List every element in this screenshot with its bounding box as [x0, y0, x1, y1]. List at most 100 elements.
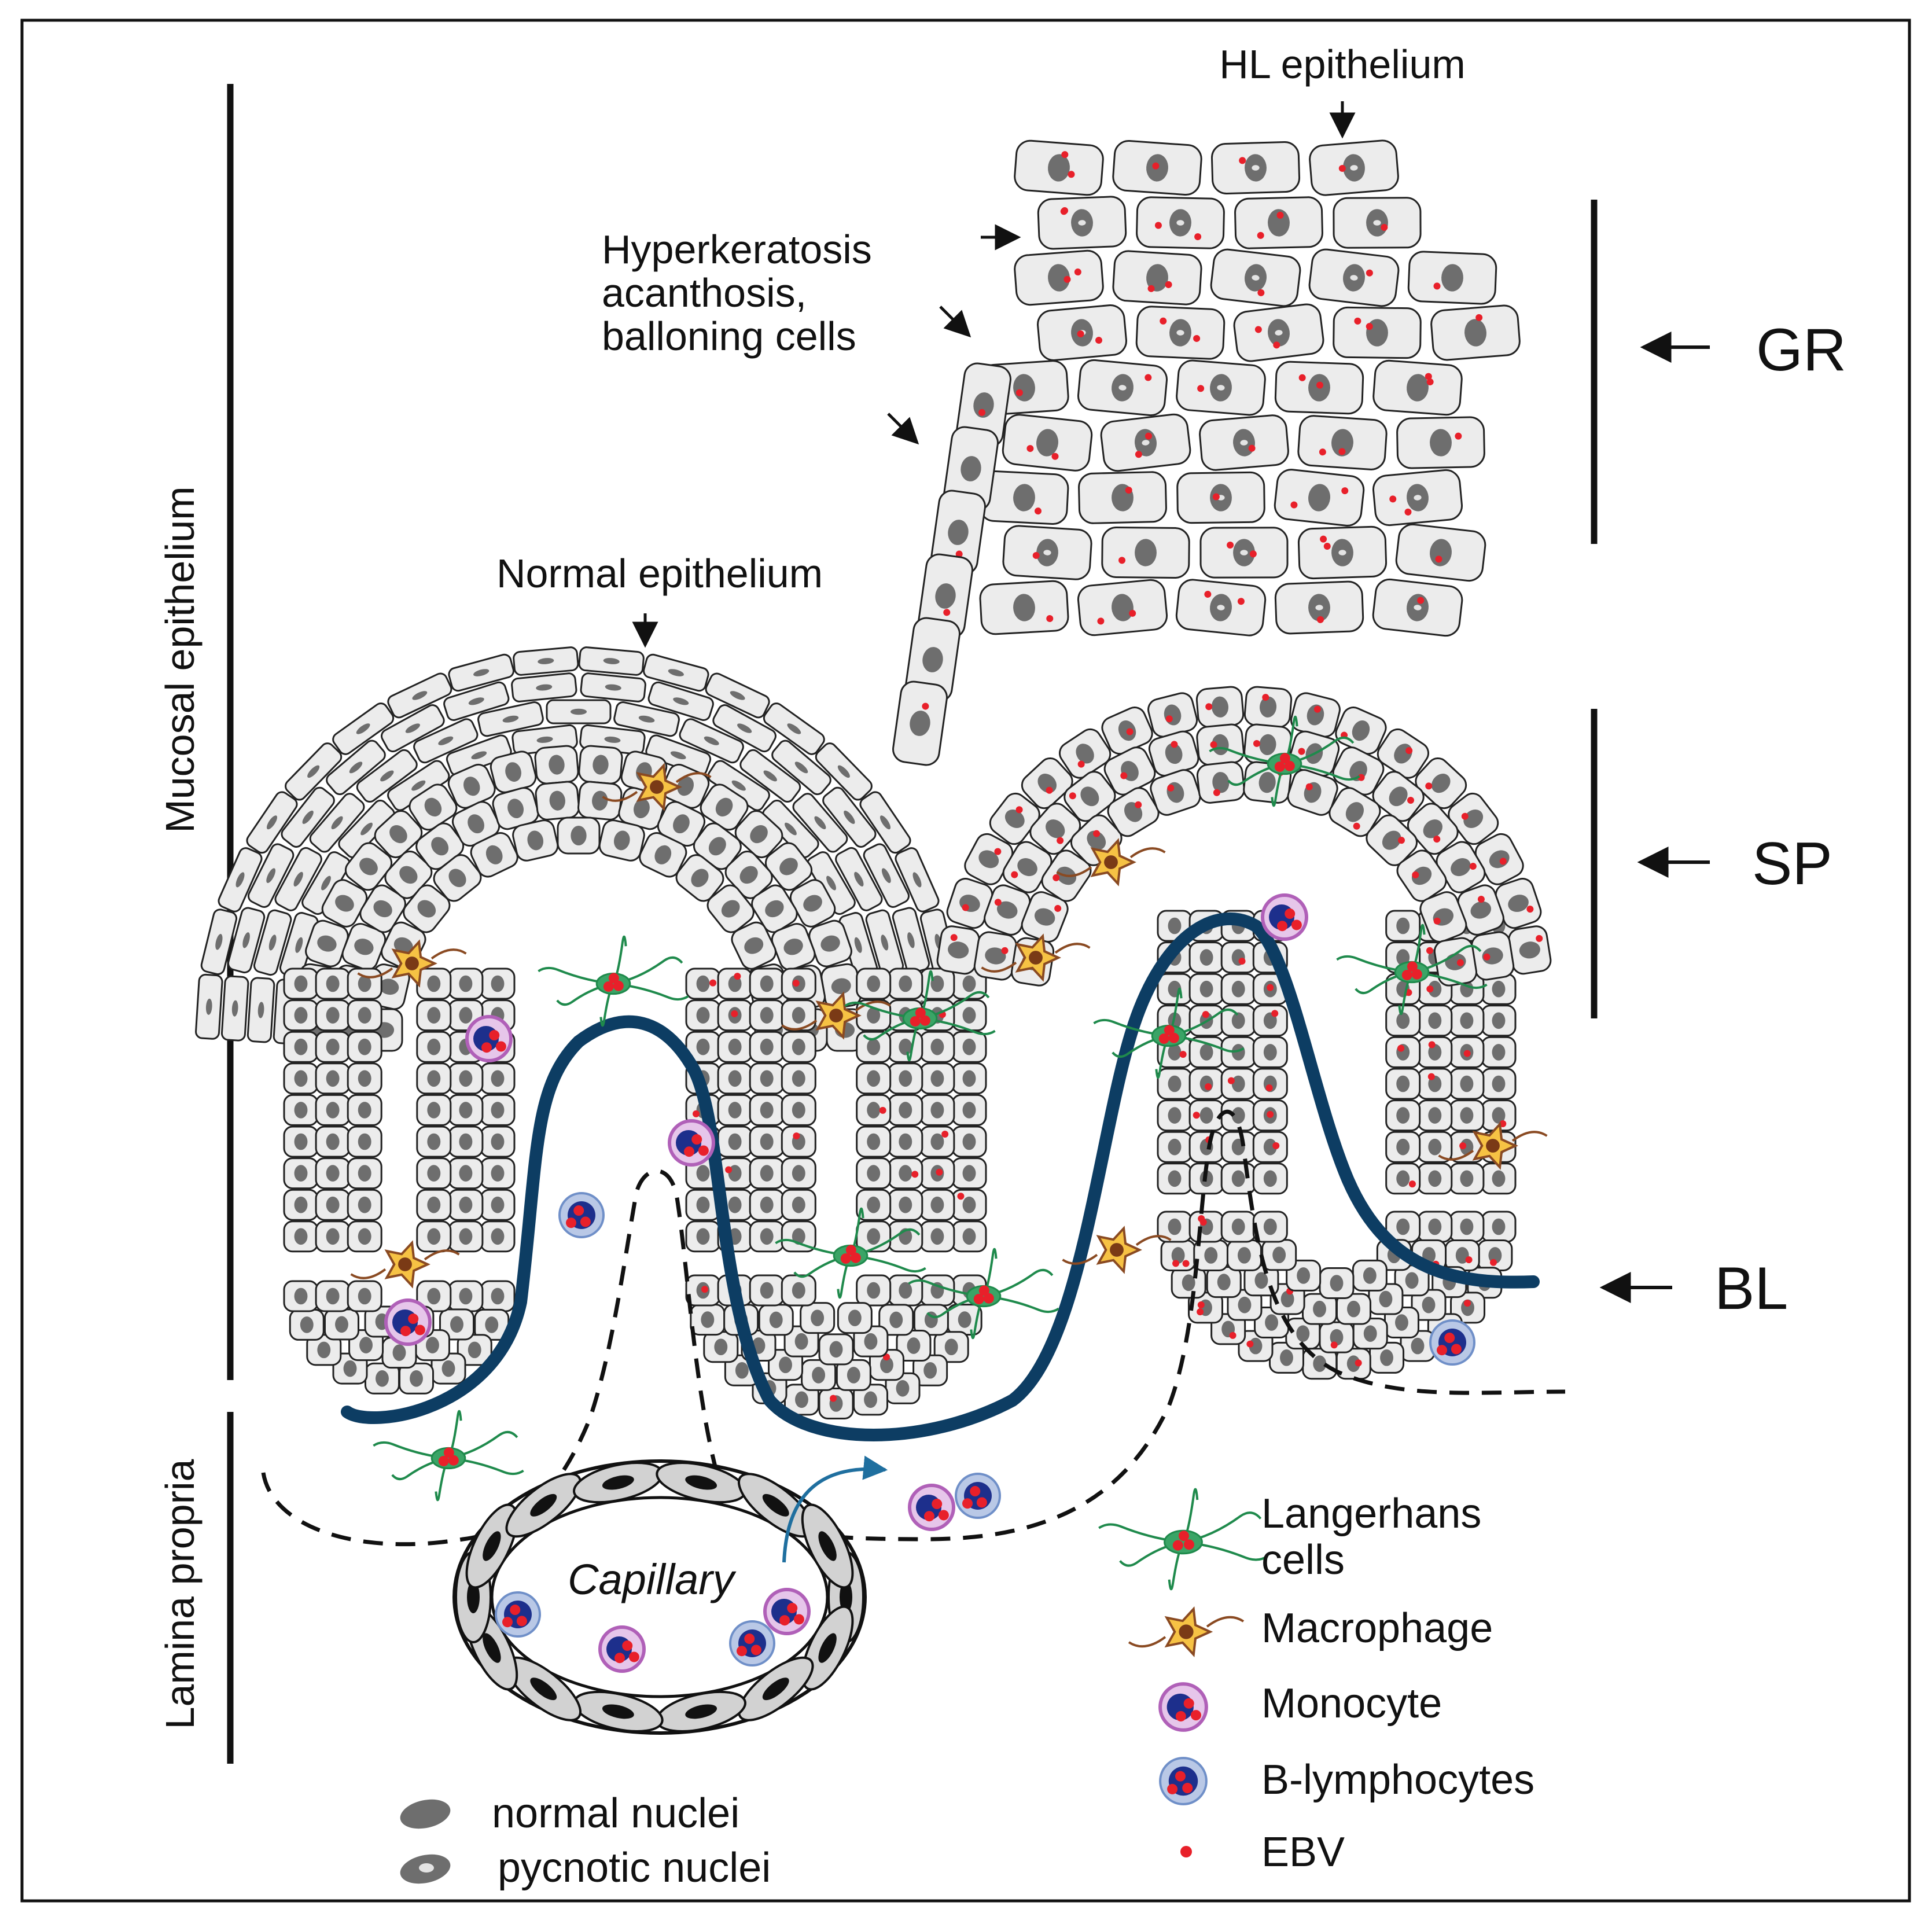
- spinous-cell: [305, 919, 349, 967]
- epithelial-cell: [749, 1220, 785, 1253]
- epithelial-cell: [856, 1157, 892, 1190]
- b-lymphocyte: [955, 1473, 1001, 1519]
- epithelial-cell: [1199, 527, 1289, 579]
- epithelial-cell: [315, 1125, 351, 1158]
- spinous-cell: [1335, 707, 1387, 755]
- epithelial-cell: [836, 1359, 871, 1391]
- epithelial-cell: [1385, 1131, 1421, 1163]
- squamous-cell: [513, 646, 579, 676]
- squamous-cell: [446, 734, 512, 777]
- squamous-cell: [246, 977, 275, 1043]
- epithelial-cell: [783, 1325, 819, 1358]
- epithelial-cell: [457, 1334, 492, 1366]
- squamous-cell: [246, 791, 298, 854]
- epithelial-cell: [951, 1157, 987, 1190]
- epithelial-cell: [347, 1031, 382, 1063]
- epithelial-cell: [781, 1031, 816, 1063]
- epithelial-cell: [480, 1280, 516, 1312]
- epithelial-cell: [347, 967, 382, 1000]
- monocyte: [908, 1484, 955, 1531]
- epithelial-cell: [315, 1280, 351, 1312]
- epithelial-cell: [853, 1325, 889, 1358]
- b-lymphocyte: [558, 1192, 605, 1238]
- spinous-cell: [415, 822, 465, 870]
- epithelial-cell: [448, 1280, 484, 1312]
- spinous-cell: [661, 763, 710, 809]
- epithelial-cell: [749, 967, 785, 1000]
- spinous-cell: [359, 884, 406, 933]
- legend-langerhans-label-line2: cells: [1261, 1537, 1345, 1583]
- epithelial-cell: [1450, 1292, 1486, 1324]
- epithelial-cell: [1333, 197, 1422, 249]
- epithelial-cell: [685, 967, 721, 1000]
- spinous-cell: [936, 925, 980, 975]
- epithelial-cell: [1396, 416, 1485, 469]
- bl-label: BL: [1714, 1255, 1788, 1322]
- epithelial-cell: [1171, 1267, 1206, 1299]
- epithelial-cell: [892, 680, 948, 766]
- spinous-cell: [731, 921, 777, 970]
- epithelial-cell: [888, 1062, 923, 1095]
- epithelial-cell: [1157, 973, 1193, 1005]
- epithelial-cell: [1449, 1005, 1485, 1037]
- b-lymphocyte: [1429, 1319, 1475, 1366]
- epithelial-cell: [480, 967, 516, 1000]
- epithelial-cell: [1407, 251, 1497, 305]
- epithelial-cell: [1481, 1068, 1517, 1100]
- epithelial-cell: [749, 1274, 785, 1307]
- epithelial-cell: [1252, 1099, 1288, 1132]
- epithelial-cell: [1369, 1341, 1405, 1374]
- monocyte: [465, 1015, 513, 1062]
- squamous-cell: [413, 718, 479, 764]
- squamous-cell: [281, 786, 335, 848]
- squamous-cell: [863, 843, 910, 908]
- epithelial-cell: [888, 1274, 923, 1307]
- epithelial-cell: [1417, 1005, 1453, 1037]
- langerhans-cell: [775, 1207, 926, 1299]
- epithelial-cell: [1481, 1036, 1517, 1068]
- epithelial-cell: [1417, 1099, 1453, 1132]
- hyperkeratosis-label-line2: acanthosis,: [602, 270, 807, 315]
- epithelial-cell: [1112, 250, 1202, 306]
- epithelial-cell: [1199, 414, 1289, 471]
- epithelial-cell: [1430, 304, 1521, 361]
- epithelial-cell: [919, 1031, 955, 1063]
- epithelial-cell: [951, 1125, 987, 1158]
- endothelial-cell: [573, 1462, 664, 1504]
- epithelial-cell: [781, 1274, 816, 1307]
- legend-monocyte-icon: [1158, 1682, 1208, 1732]
- squamous-cell: [578, 646, 645, 676]
- epithelial-cell: [448, 1189, 484, 1221]
- epithelial-cell: [888, 1094, 923, 1126]
- epithelial-cell: [1220, 941, 1256, 974]
- legend-macrophage-label: Macrophage: [1261, 1605, 1493, 1651]
- epithelial-cell: [1481, 1211, 1517, 1243]
- epithelial-cell: [919, 1062, 955, 1095]
- squamous-cell: [580, 672, 646, 702]
- epithelial-cell: [480, 1094, 516, 1126]
- epithelial-cell: [1417, 1211, 1453, 1243]
- epithelial-cell: [685, 1031, 721, 1063]
- spinous-cell: [1021, 891, 1069, 943]
- epithelial-cell: [801, 1359, 837, 1391]
- epithelial-cell: [1100, 413, 1191, 472]
- spinous-cell: [1002, 841, 1053, 893]
- epithelial-cell: [1234, 196, 1323, 249]
- epithelial-cell: [1449, 1099, 1485, 1132]
- epithelial-cell: [951, 1031, 987, 1063]
- spinous-cell: [492, 787, 539, 830]
- epithelial-cell: [480, 1220, 516, 1253]
- spinous-cell: [1396, 849, 1447, 902]
- epithelial-cell: [1252, 1005, 1288, 1037]
- spinous-cell: [771, 923, 816, 971]
- endothelial-cell: [465, 1503, 518, 1589]
- spinous-cell: [964, 833, 1014, 885]
- epithelial-cell: [448, 1062, 484, 1095]
- hyperkeratosis-arrow-2: [939, 306, 971, 338]
- epithelial-cell: [347, 1220, 382, 1253]
- squamous-cell: [822, 786, 877, 848]
- epithelial-cell: [888, 1220, 923, 1253]
- epithelial-cell: [283, 1220, 319, 1253]
- epithelial-cell: [1210, 141, 1301, 195]
- legend-macrophage-icon: [1128, 1606, 1245, 1657]
